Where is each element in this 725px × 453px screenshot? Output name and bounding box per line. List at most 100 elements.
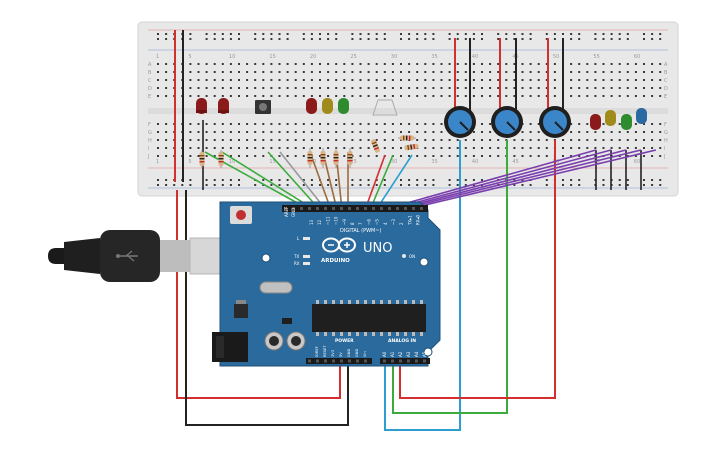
row-letter: E bbox=[664, 94, 667, 100]
column-number: 45 bbox=[512, 159, 518, 165]
row-letter: B bbox=[148, 70, 152, 76]
arduino-logo-text: ARDUINO bbox=[321, 258, 350, 264]
row-letter: D bbox=[664, 86, 668, 92]
resistor bbox=[404, 143, 419, 151]
row-letter: J bbox=[147, 154, 149, 160]
mounting-hole bbox=[419, 257, 429, 267]
wire-a2 bbox=[399, 140, 556, 399]
column-number: 50 bbox=[553, 54, 559, 60]
row-letter: G bbox=[664, 130, 668, 136]
crystal-oscillator bbox=[259, 281, 293, 294]
resistors bbox=[199, 135, 419, 168]
row-letter: E bbox=[148, 94, 151, 100]
wire-led-d2 bbox=[392, 149, 627, 211]
usb-cable bbox=[48, 230, 235, 282]
column-number: 35 bbox=[431, 159, 437, 165]
column-number: 60 bbox=[634, 54, 640, 60]
resistor bbox=[333, 148, 339, 168]
digital-pin-label: 2 bbox=[399, 222, 404, 225]
column-number: 5 bbox=[188, 159, 191, 165]
l-led bbox=[303, 237, 310, 240]
tx-led-label: TX bbox=[293, 254, 299, 259]
potentiometer[interactable] bbox=[491, 106, 523, 138]
pushbutton bbox=[255, 100, 271, 114]
rgb-led bbox=[372, 99, 398, 116]
usb-icon bbox=[116, 250, 138, 262]
potentiometer[interactable] bbox=[539, 106, 571, 138]
wires bbox=[174, 30, 657, 431]
components bbox=[196, 98, 647, 168]
mounting-hole bbox=[261, 253, 271, 263]
small-component bbox=[282, 318, 292, 324]
analog-pin-label: A4 bbox=[414, 351, 419, 357]
led-yellow bbox=[605, 110, 616, 126]
wire-led-d3 bbox=[387, 149, 612, 211]
chip-pins bbox=[316, 300, 423, 336]
column-number: 1 bbox=[156, 159, 159, 165]
digital-pin-label: 4 bbox=[383, 222, 388, 225]
led-red bbox=[306, 98, 317, 114]
power-pin-label: GND bbox=[355, 349, 359, 357]
analog-pin-label: A5 bbox=[422, 351, 427, 357]
on-led bbox=[402, 254, 406, 258]
led-yellow bbox=[322, 98, 333, 114]
column-number: 5 bbox=[188, 54, 191, 60]
led-red bbox=[196, 98, 207, 114]
aref-label: AREF bbox=[284, 206, 289, 217]
led-red bbox=[218, 98, 229, 114]
voltage-regulator-tab bbox=[236, 300, 246, 304]
row-letter: A bbox=[664, 62, 668, 68]
power-pin-label: 3V3 bbox=[331, 350, 335, 357]
atmega-chip bbox=[312, 304, 426, 332]
wire-d11 bbox=[267, 151, 321, 211]
gnd-label: GND bbox=[291, 208, 296, 217]
board-model: UNO bbox=[363, 241, 392, 256]
wire-a0 bbox=[384, 140, 461, 431]
row-letter: F bbox=[664, 122, 667, 128]
row-letter: C bbox=[664, 78, 668, 84]
power-pin-label: IOREF bbox=[315, 346, 319, 357]
wire-rgb-blue bbox=[375, 154, 413, 211]
column-number: 30 bbox=[391, 159, 397, 165]
mounting-hole bbox=[423, 347, 433, 357]
row-letter: F bbox=[148, 122, 151, 128]
potentiometer[interactable] bbox=[444, 106, 476, 138]
led-green bbox=[621, 114, 632, 130]
column-number: 60 bbox=[634, 159, 640, 165]
row-letter: G bbox=[148, 130, 152, 136]
power-pin-label: RESET bbox=[323, 345, 327, 357]
row-letter: D bbox=[148, 86, 152, 92]
column-number: 55 bbox=[593, 54, 599, 60]
digital-pin-label: 7 bbox=[358, 222, 363, 225]
led-blue bbox=[636, 108, 647, 124]
row-letter: H bbox=[148, 138, 152, 144]
analog-pin-label: A2 bbox=[398, 351, 403, 357]
wire-rgb-red bbox=[364, 154, 386, 211]
on-led-label: ON bbox=[409, 254, 415, 259]
power-pin-label: 5V bbox=[339, 352, 343, 357]
tx-led bbox=[303, 255, 310, 258]
column-number: 25 bbox=[350, 159, 356, 165]
l-led-label: L bbox=[297, 236, 300, 241]
column-number: 20 bbox=[310, 54, 316, 60]
analog-pin-label: A0 bbox=[382, 351, 387, 357]
row-letter: H bbox=[664, 138, 668, 144]
wire-led-d1 bbox=[397, 149, 642, 211]
reset-button[interactable] bbox=[230, 206, 252, 224]
resistor bbox=[398, 135, 416, 141]
column-number: 35 bbox=[431, 54, 437, 60]
wire-d9 bbox=[309, 151, 332, 211]
digital-pin-label: ~6 bbox=[366, 219, 371, 225]
digital-pin-label: ~5 bbox=[375, 219, 380, 225]
row-letter: A bbox=[148, 62, 152, 68]
column-number: 1 bbox=[156, 54, 159, 60]
digital-pin-label: TX▸1 bbox=[407, 215, 412, 226]
column-number: 10 bbox=[229, 54, 235, 60]
column-number: 25 bbox=[350, 54, 356, 60]
rx-led-label: RX bbox=[294, 261, 300, 266]
wire-d12 bbox=[221, 151, 316, 211]
